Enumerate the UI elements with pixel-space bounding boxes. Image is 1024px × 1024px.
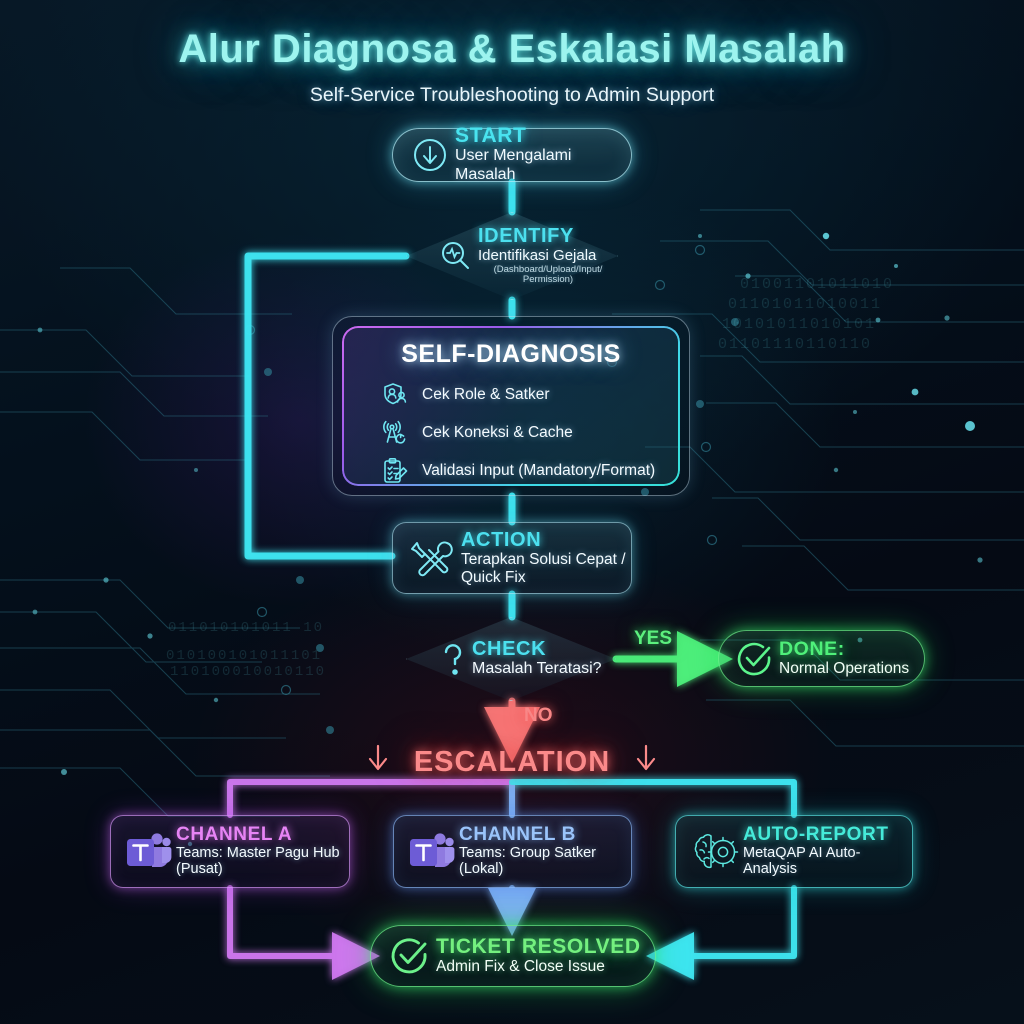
- node-done[interactable]: DONE: Normal Operations: [718, 630, 925, 687]
- channel-a-heading: CHANNEL A: [176, 823, 293, 845]
- node-channel-b[interactable]: CHANNEL B Teams: Group Satker (Lokal): [393, 815, 632, 888]
- ticket-resolved-subtext: Admin Fix & Close Issue: [436, 958, 605, 976]
- self-diagnosis-item-label: Validasi Input (Mandatory/Format): [422, 462, 656, 479]
- arrow-down-circle-icon: [405, 130, 455, 180]
- start-heading: START: [455, 124, 527, 148]
- node-check[interactable]: CHECK Masalah Teratasi?: [406, 617, 616, 701]
- done-heading: DONE:: [779, 638, 845, 661]
- action-subtext: Terapkan Solusi Cepat / Quick Fix: [461, 550, 626, 586]
- ms-teams-icon: [403, 826, 459, 878]
- shield-users-icon: [380, 380, 410, 410]
- escalation-arrow-down-icon: [635, 744, 657, 782]
- magnifier-pulse-icon: [434, 235, 476, 277]
- check-circle-icon: [731, 635, 779, 683]
- self-diagnosis-item-label: Cek Koneksi & Cache: [422, 424, 573, 441]
- node-identify[interactable]: IDENTIFY Identifikasi Gejala (Dashboard/…: [406, 212, 618, 300]
- self-diagnosis-item[interactable]: Validasi Input (Mandatory/Format): [360, 452, 662, 490]
- node-channel-a[interactable]: CHANNEL A Teams: Master Pagu Hub (Pusat): [110, 815, 350, 888]
- auto-report-heading: AUTO-REPORT: [743, 823, 889, 845]
- antenna-refresh-icon: [380, 418, 410, 448]
- identify-detail: (Dashboard/Upload/Input/ Permission): [493, 263, 603, 286]
- channel-b-heading: CHANNEL B: [459, 823, 576, 845]
- wrench-screwdriver-icon: [403, 529, 461, 587]
- self-diagnosis-item-label: Cek Role & Satker: [422, 386, 550, 403]
- self-diagnosis-title: SELF-DIAGNOSIS: [401, 340, 621, 368]
- channel-a-subtext: Teams: Master Pagu Hub (Pusat): [176, 844, 340, 878]
- self-diagnosis-item[interactable]: Cek Role & Satker: [360, 376, 662, 414]
- ms-teams-icon: [120, 826, 176, 878]
- node-self-diagnosis[interactable]: SELF-DIAGNOSIS Cek Role & Satker: [332, 316, 690, 496]
- auto-report-subtext: MetaQAP AI Auto-Analysis: [743, 844, 861, 878]
- edge-label-yes: YES: [634, 628, 673, 649]
- escalation-banner: ESCALATION: [0, 744, 1024, 782]
- brain-gear-icon: [685, 826, 743, 878]
- node-auto-report[interactable]: AUTO-REPORT MetaQAP AI Auto-Analysis: [675, 815, 913, 888]
- edge-label-no: NO: [524, 705, 553, 726]
- binary-texture-row: 010100101011101: [166, 648, 323, 664]
- identify-heading: IDENTIFY: [478, 225, 574, 248]
- binary-texture-row: 01001101011010: [740, 276, 895, 293]
- binary-texture-row: 01101110110110: [718, 336, 873, 353]
- binary-texture-row: 10101011010101: [722, 316, 877, 333]
- node-action[interactable]: ACTION Terapkan Solusi Cepat / Quick Fix: [392, 522, 632, 594]
- page-subtitle: Self-Service Troubleshooting to Admin Su…: [309, 84, 715, 106]
- page-title: Alur Diagnosa & Eskalasi Masalah: [178, 27, 846, 71]
- node-start[interactable]: START User Mengalami Masalah: [392, 124, 632, 184]
- check-subtext: Masalah Teratasi?: [472, 660, 602, 678]
- binary-texture-row: 110100010010110: [170, 664, 327, 680]
- question-mark-icon: [436, 639, 470, 679]
- channel-b-subtext: Teams: Group Satker (Lokal): [459, 844, 596, 878]
- node-ticket-resolved[interactable]: TICKET RESOLVED Admin Fix & Close Issue: [370, 925, 656, 987]
- escalation-arrow-down-icon: [367, 744, 389, 782]
- start-subtext: User Mengalami Masalah: [455, 147, 572, 184]
- check-heading: CHECK: [472, 638, 547, 661]
- identify-subtext: Identifikasi Gejala: [478, 247, 597, 265]
- done-subtext: Normal Operations: [779, 659, 910, 677]
- ticket-resolved-heading: TICKET RESOLVED: [436, 934, 641, 958]
- check-circle-icon: [384, 930, 436, 982]
- action-heading: ACTION: [461, 528, 542, 551]
- self-diagnosis-item[interactable]: Cek Koneksi & Cache: [360, 414, 662, 452]
- clipboard-pencil-icon: [380, 456, 410, 486]
- binary-texture-row: 011010101011 10: [168, 620, 325, 636]
- binary-texture-row: 01101011010011: [728, 296, 883, 313]
- escalation-label: ESCALATION: [413, 746, 611, 778]
